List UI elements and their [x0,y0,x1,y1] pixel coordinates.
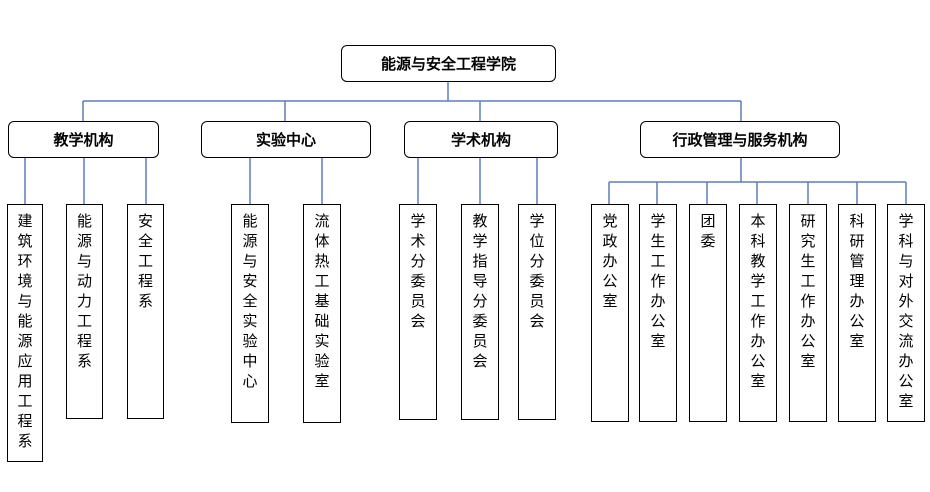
admin-child-7: 学科与对外交流办公室 [887,204,925,422]
branch-lab: 实验中心 [201,121,371,158]
lab-child-1: 能源与安全实验中心 [231,204,269,423]
academic-child-3-label: 学位分委员会 [529,212,545,330]
branch-admin-label: 行政管理与服务机构 [672,131,808,149]
admin-child-6-label: 科研管理办公室 [849,212,865,350]
admin-child-2: 学生工作办公室 [639,204,677,422]
branch-academic-label: 学术机构 [450,131,511,149]
academic-child-3: 学位分委员会 [518,204,556,420]
admin-child-7-label: 学科与对外交流办公室 [898,212,914,410]
admin-child-1: 党政办公室 [591,204,629,422]
branch-teaching: 教学机构 [8,121,159,158]
lab-child-1-label: 能源与安全实验中心 [242,212,258,390]
admin-child-3-label: 团委 [700,212,716,250]
academic-child-2-label: 教学指导分委员会 [472,212,488,370]
branch-academic: 学术机构 [404,121,558,158]
teaching-child-1: 建筑环境与能源应用工程系 [7,204,43,462]
lab-child-2: 流体热工基础实验室 [303,204,341,423]
academic-child-1: 学术分委员会 [399,204,437,420]
admin-child-3: 团委 [689,204,727,422]
root-node: 能源与安全工程学院 [341,45,556,82]
teaching-child-2: 能源与动力工程系 [66,204,103,419]
teaching-child-3-label: 安全工程系 [137,212,153,310]
admin-child-1-label: 党政办公室 [602,212,618,310]
admin-child-5-label: 研究生工作办公室 [800,212,816,370]
teaching-child-2-label: 能源与动力工程系 [76,212,92,370]
root-label: 能源与安全工程学院 [380,55,516,73]
academic-child-2: 教学指导分委员会 [461,204,499,420]
teaching-child-1-label: 建筑环境与能源应用工程系 [17,212,33,450]
admin-child-5: 研究生工作办公室 [789,204,827,422]
teaching-child-3: 安全工程系 [127,204,164,419]
branch-admin: 行政管理与服务机构 [640,121,840,158]
lab-child-2-label: 流体热工基础实验室 [314,212,330,390]
admin-child-2-label: 学生工作办公室 [650,212,666,350]
admin-child-4: 本科教学工作办公室 [739,204,777,422]
admin-child-4-label: 本科教学工作办公室 [750,212,766,390]
branch-lab-label: 实验中心 [255,131,316,149]
branch-teaching-label: 教学机构 [53,131,114,149]
academic-child-1-label: 学术分委员会 [410,212,426,330]
admin-child-6: 科研管理办公室 [838,204,876,422]
